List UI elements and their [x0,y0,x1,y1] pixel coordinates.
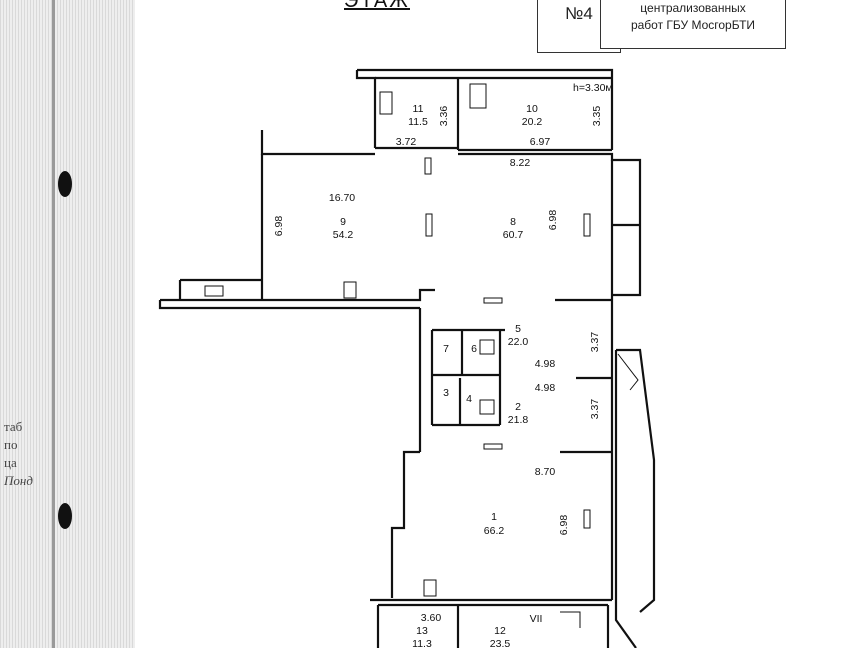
room-area: 60.7 [503,229,524,241]
binder-text: таб по ца Понд [4,418,33,490]
dimension: 4.98 [535,382,556,394]
room-number: 5 [515,323,521,335]
dimension: 6.98 [558,515,570,536]
room-area: 11.5 [408,116,428,128]
dimension: 4.98 [535,358,556,370]
room-number: 9 [340,216,346,228]
room-area: 22.0 [508,336,529,348]
dimension: 6.98 [547,210,559,231]
fixtures [204,83,639,628]
dimension: 3.36 [438,106,450,127]
binder-hole [58,171,72,197]
binder-text-line: таб [4,419,23,434]
room-number: 6 [471,343,477,355]
floor-title-underline [344,8,410,10]
room-number: 7 [443,343,449,355]
room-number: 2 [515,401,521,413]
room-area: 54.2 [333,229,354,241]
dimension: 3.35 [591,106,603,127]
room-area: 66.2 [484,525,505,537]
binder-text-line: по [4,437,18,452]
dimension: 3.37 [589,332,601,353]
room-number: 12 [494,625,506,637]
binder-text-line: ца [4,455,17,470]
ceiling-height: h=3.30м [573,82,613,94]
dimension: 8.70 [535,466,556,478]
room-number: 13 [416,625,428,637]
sheet-number: №4 [565,4,593,23]
dimension: 8.22 [510,157,531,169]
room-labels: 11 11.5 10 20.2 9 54.2 8 60.7 7 6 5 22.0… [333,103,543,648]
room-number: 11 [413,103,424,115]
dimension: 3.37 [589,399,601,420]
room-area: 21.8 [508,414,529,426]
room-area: 20.2 [522,116,543,128]
room-number: 8 [510,216,516,228]
binder-text-line: Понд [4,473,33,488]
walls [158,68,656,648]
room-number: 10 [526,103,538,115]
room-number: 1 [491,511,497,523]
room-area: 11.3 [412,638,432,648]
dimension: 6.97 [530,136,551,148]
dimension: 3.72 [396,136,417,148]
bti-stamp: централизованных работ ГБУ МосгорБТИ [600,0,786,49]
bti-stamp-line: работ ГБУ МосгорБТИ [630,18,756,32]
room-number: 4 [466,393,472,405]
dimension: 3.60 [421,612,442,624]
stair-marker: VII [530,613,543,625]
room-area: 23.5 [490,638,511,648]
dimension: 16.70 [329,192,355,204]
room-number: 3 [443,387,449,399]
binder-strip [0,0,135,648]
bti-stamp-line: централизованных [640,1,746,15]
binder-edge [52,0,55,648]
binder-hole [58,503,72,529]
dimension: 6.98 [273,216,285,237]
dimension-labels: h=3.30м 3.36 3.72 3.35 6.97 8.22 16.70 6… [273,82,613,625]
